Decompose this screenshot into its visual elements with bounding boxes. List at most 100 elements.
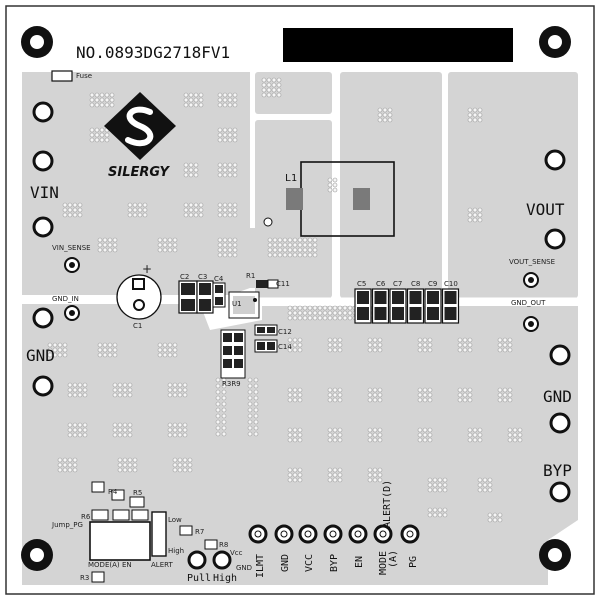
via (457, 337, 463, 343)
via (104, 102, 110, 108)
via (222, 137, 228, 143)
vin-connectors[interactable] (32, 101, 54, 238)
r3-label: R3 (80, 574, 89, 582)
vout-terminal-2[interactable] (544, 228, 566, 250)
via (276, 82, 282, 88)
via (292, 392, 298, 398)
via (215, 383, 221, 389)
test-point-row[interactable] (248, 524, 420, 544)
via (198, 97, 204, 103)
via (462, 342, 468, 348)
via (232, 242, 238, 248)
vin-terminal-1[interactable] (32, 101, 54, 123)
via (497, 512, 503, 518)
via (183, 167, 189, 173)
via (367, 432, 373, 438)
via (222, 237, 228, 243)
vout-terminal-1[interactable] (544, 149, 566, 171)
via (367, 427, 373, 433)
via (472, 112, 478, 118)
via (282, 237, 288, 243)
via (188, 202, 194, 208)
via (232, 127, 238, 133)
via (347, 305, 353, 311)
high-testpoint[interactable] (212, 550, 232, 570)
pull-testpoint[interactable] (187, 550, 207, 570)
via (267, 237, 273, 243)
via (467, 387, 473, 393)
via (67, 432, 73, 438)
via (217, 132, 223, 138)
via (507, 437, 513, 443)
via (182, 392, 188, 398)
via (292, 342, 298, 348)
via (172, 422, 178, 428)
via (322, 305, 328, 311)
silergy-logo: SILERGY (104, 92, 176, 180)
via (227, 92, 233, 98)
via (82, 422, 88, 428)
part-number: NO.0893DG2718FV1 (76, 43, 230, 62)
via (67, 392, 73, 398)
via (232, 237, 238, 243)
c4-label: C4 (214, 275, 224, 283)
via (72, 387, 78, 393)
via (282, 247, 288, 253)
vout-sense-label: VOUT_SENSE (509, 258, 555, 266)
output-cap-pad (392, 307, 404, 320)
via (287, 397, 293, 403)
via (297, 477, 303, 483)
via (292, 305, 298, 311)
jumper-header[interactable] (89, 521, 151, 561)
vin-terminal-3[interactable] (32, 216, 54, 238)
via (57, 347, 63, 353)
c1-electrolytic: + C1 (116, 262, 162, 330)
c10-label: C10 (444, 280, 458, 288)
via (287, 337, 293, 343)
via (332, 337, 338, 343)
via (337, 427, 343, 433)
gnd-out-label: GND_OUT (511, 299, 546, 307)
gnd-out-terminal-1[interactable] (549, 344, 571, 366)
via (122, 462, 128, 468)
via (198, 92, 204, 98)
via (467, 392, 473, 398)
via (372, 437, 378, 443)
vout-connectors[interactable] (544, 149, 566, 250)
via (337, 477, 343, 483)
c12-label: C12 (278, 328, 292, 336)
via (222, 172, 228, 178)
via (267, 247, 273, 253)
gnd-terminal-2[interactable] (32, 375, 54, 397)
via (188, 97, 194, 103)
via (167, 427, 173, 433)
via (287, 252, 293, 258)
via (162, 347, 168, 353)
via (322, 310, 328, 316)
via (377, 432, 383, 438)
gnd-terminal-1[interactable] (32, 307, 54, 329)
via (112, 382, 118, 388)
via (427, 477, 433, 483)
via (72, 462, 78, 468)
byp-terminal[interactable] (549, 481, 571, 503)
via (292, 315, 298, 321)
via (132, 207, 138, 213)
via (287, 392, 293, 398)
gnd-out-terminal-2[interactable] (549, 412, 571, 434)
via (332, 432, 338, 438)
via (307, 315, 313, 321)
via (462, 397, 468, 403)
via (222, 202, 228, 208)
via (337, 305, 343, 311)
vin-terminal-2[interactable] (32, 150, 54, 172)
via (261, 77, 267, 83)
test-point-hole (329, 530, 337, 538)
via (472, 432, 478, 438)
via (327, 477, 333, 483)
via (167, 347, 173, 353)
via (317, 305, 323, 311)
via (193, 202, 199, 208)
via (127, 392, 133, 398)
via (94, 132, 100, 138)
